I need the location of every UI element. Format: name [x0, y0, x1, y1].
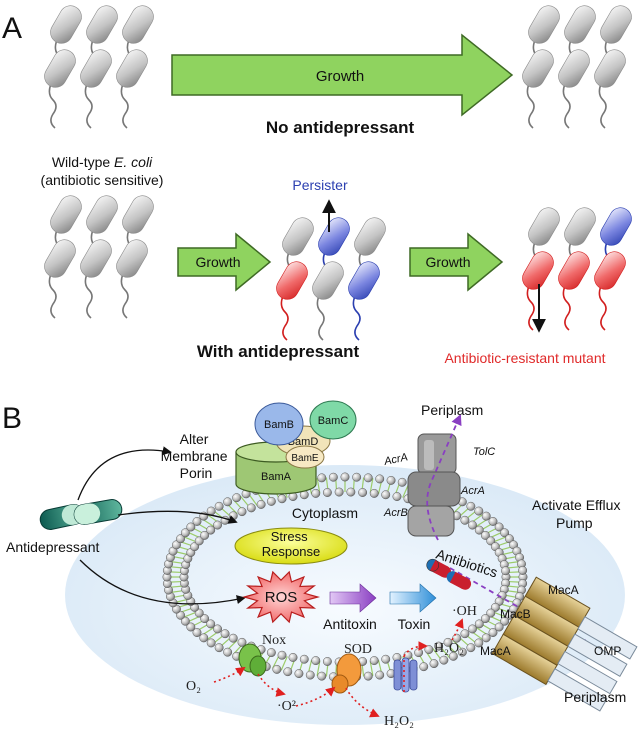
- maca-label-2: MacA: [480, 644, 511, 658]
- resistant-mutant-label: Antibiotic-resistant mutant: [444, 350, 605, 366]
- bacterium-gray: [80, 49, 112, 129]
- bacterium-red: [594, 251, 626, 331]
- ros-label: ROS: [265, 589, 298, 606]
- growth-label-small-1: Growth: [195, 254, 240, 270]
- arrow-to-ros: [79, 559, 246, 605]
- nox-protein: [238, 643, 267, 677]
- persister-label: Persister: [292, 177, 348, 193]
- bacterium-red: [558, 251, 590, 331]
- arrow-to-porin: [77, 446, 172, 501]
- macab-omp-pump: [491, 576, 638, 712]
- growth-arrow-small-2: Growth: [409, 232, 504, 292]
- bacterium-gray: [44, 49, 76, 129]
- bacterium-gray: [558, 49, 590, 129]
- h2o2-inner-label: H₂O₂: [434, 641, 464, 656]
- antitoxin-label: Antitoxin: [323, 616, 377, 632]
- antibiotic-efflux-path-top: [426, 414, 462, 541]
- alter-porin-label: Alter Membrane Porin: [161, 431, 232, 481]
- no-antidepressant-label: No antidepressant: [266, 118, 415, 137]
- toxin-label: Toxin: [398, 616, 431, 632]
- stress-response: Stress Response: [234, 527, 348, 565]
- cluster-with-resistant-mutants: [522, 207, 632, 331]
- acra-label-1: AcrA: [382, 451, 409, 468]
- stress-response-label: Stress Response: [262, 529, 321, 559]
- omp-label: OMP: [594, 644, 621, 658]
- bacterium-gray: [594, 49, 626, 129]
- antitoxin-arrow: [329, 583, 377, 613]
- toxin-arrow: [389, 583, 437, 613]
- maca-label-1: MacA: [548, 583, 579, 597]
- acrab-tolc-pump: [407, 433, 461, 537]
- activate-efflux-label: Activate Efflux Pump: [532, 497, 624, 531]
- bacterium-gray: [80, 239, 112, 319]
- antibiotic-capsule-2: [446, 571, 472, 590]
- sod-protein: [331, 653, 362, 694]
- bam-e: BamE: [285, 445, 325, 469]
- panel-b-label: B: [2, 402, 22, 435]
- cluster-wild-type-top: [44, 5, 154, 129]
- cytoplasm-label: Cytoplasm: [292, 505, 358, 521]
- h2o2-outer-label: H₂O₂: [384, 714, 414, 729]
- ros-burst: ROS: [241, 570, 321, 624]
- cluster-with-persisters: [276, 217, 386, 341]
- growth-arrow-large: Growth: [171, 33, 514, 117]
- wild-type-label: Wild-type E. coli: [52, 154, 153, 170]
- membrane-channel: [393, 657, 418, 693]
- bacterium-gray: [312, 261, 344, 341]
- sod-label: SOD: [344, 642, 372, 657]
- growth-arrow-small-1: Growth: [177, 232, 272, 292]
- antibiotic-sensitive-label: (antibiotic sensitive): [41, 172, 164, 188]
- bam-complex: BamA BamD BamE BamB BamC: [235, 400, 357, 495]
- cluster-grown-top: [522, 5, 632, 129]
- bacterium-gray: [522, 49, 554, 129]
- bam-e-label: BamE: [291, 453, 319, 464]
- with-antidepressant-label: With antidepressant: [197, 342, 360, 361]
- acrb-label: AcrB: [383, 507, 408, 519]
- nox-label: Nox: [262, 633, 286, 648]
- periplasm-bottom-label: Periplasm: [564, 689, 626, 705]
- periplasm-top-label: Periplasm: [421, 402, 483, 418]
- growth-label-large: Growth: [316, 68, 364, 85]
- bacterium-gray: [116, 49, 148, 129]
- hydroxyl-label: ·OH: [452, 604, 477, 619]
- antidepressant-label: Antidepressant: [6, 539, 100, 555]
- panel-a-label: A: [2, 12, 22, 45]
- bam-b-label: BamB: [264, 419, 294, 431]
- bacterium-gray: [116, 239, 148, 319]
- ros-reaction-arrows: [213, 618, 464, 718]
- o2-label: O₂: [186, 679, 201, 694]
- cluster-wild-type-bottom: [44, 195, 154, 319]
- acra-label-2: AcrA: [460, 485, 485, 497]
- antidepressant-capsules: [39, 499, 123, 530]
- bacterium-red: [522, 251, 554, 331]
- superoxide-label: ·O²: [277, 699, 296, 714]
- bacterium-red: [276, 261, 308, 341]
- macb-label: MacB: [500, 607, 531, 621]
- tolc-label: TolC: [473, 446, 495, 458]
- bacterium-gray: [44, 239, 76, 319]
- growth-label-small-2: Growth: [425, 254, 470, 270]
- bam-a-label: BamA: [261, 471, 292, 483]
- arrow-to-stress: [117, 510, 238, 524]
- bam-b: BamB: [254, 402, 304, 446]
- bam-c: BamC: [309, 400, 357, 440]
- bam-c-label: BamC: [318, 415, 349, 427]
- bacterium-blue: [348, 261, 380, 341]
